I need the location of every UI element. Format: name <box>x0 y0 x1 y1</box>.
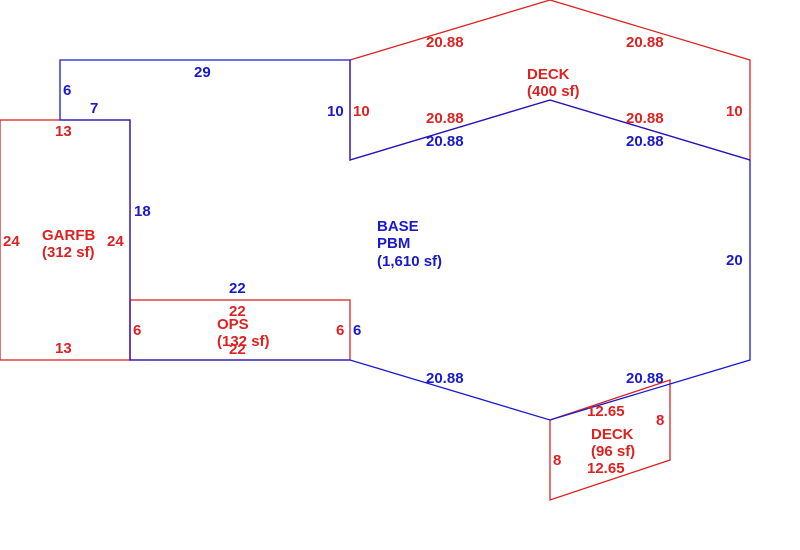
base-dim-ops-top: 22 <box>229 280 246 297</box>
base-dim-top-right-step: 10 <box>327 103 344 120</box>
deck-bottom-outline[interactable] <box>549 379 671 501</box>
base-outline[interactable] <box>59 59 751 421</box>
base-dim-bottom-right: 20.88 <box>626 370 664 387</box>
ops-dim-left: 6 <box>133 322 141 339</box>
deck-top-area: (400 sf) <box>527 83 580 100</box>
base-area: (1,610 sf) <box>377 253 442 270</box>
base-dim-garage-side: 18 <box>134 203 151 220</box>
deck-bottom-dim-right: 8 <box>656 412 664 429</box>
base-dim-bottom-left: 20.88 <box>426 370 464 387</box>
deck-top-dim-top-left: 20.88 <box>426 34 464 51</box>
base-dim-ops-side: 6 <box>353 322 361 339</box>
base-dim-top-left-step: 6 <box>63 82 71 99</box>
deck-top-dim-bottom-right: 20.88 <box>626 110 664 127</box>
garage-dim-bottom: 13 <box>55 340 72 357</box>
base-code: PBM <box>377 235 410 252</box>
deck-top-dim-left: 10 <box>353 103 370 120</box>
base-label: BASE <box>377 218 419 235</box>
garage-label: GARFB <box>42 227 95 244</box>
garage-area: (312 sf) <box>42 244 95 261</box>
deck-bottom-dim-left: 8 <box>553 452 561 469</box>
deck-top-label: DECK <box>527 66 570 83</box>
ops-dim-top: 22 <box>229 303 246 320</box>
deck-bottom-dim-bottom: 12.65 <box>587 460 625 477</box>
ops-dim-bottom: 22 <box>229 341 246 358</box>
base-dim-right: 20 <box>726 252 743 269</box>
garage-dim-top: 13 <box>55 123 72 140</box>
deck-top-dim-top-right: 20.88 <box>626 34 664 51</box>
base-dim-deck-side-left: 20.88 <box>426 133 464 150</box>
deck-bottom-label: DECK <box>591 426 634 443</box>
base-dim-top: 29 <box>194 64 211 81</box>
ops-label: OPS <box>217 316 249 333</box>
deck-bottom-dim-top: 12.65 <box>587 403 625 420</box>
deck-bottom-area: (96 sf) <box>591 443 635 460</box>
base-dim-top-left-jog: 7 <box>90 100 98 117</box>
garage-dim-left: 24 <box>3 233 20 250</box>
garage-dim-right: 24 <box>107 233 124 250</box>
deck-top-dim-right: 10 <box>726 103 743 120</box>
ops-area: (132 sf) <box>217 333 270 350</box>
deck-top-dim-bottom-left: 20.88 <box>426 110 464 127</box>
ops-dim-right: 6 <box>336 322 344 339</box>
base-dim-deck-side-right: 20.88 <box>626 133 664 150</box>
